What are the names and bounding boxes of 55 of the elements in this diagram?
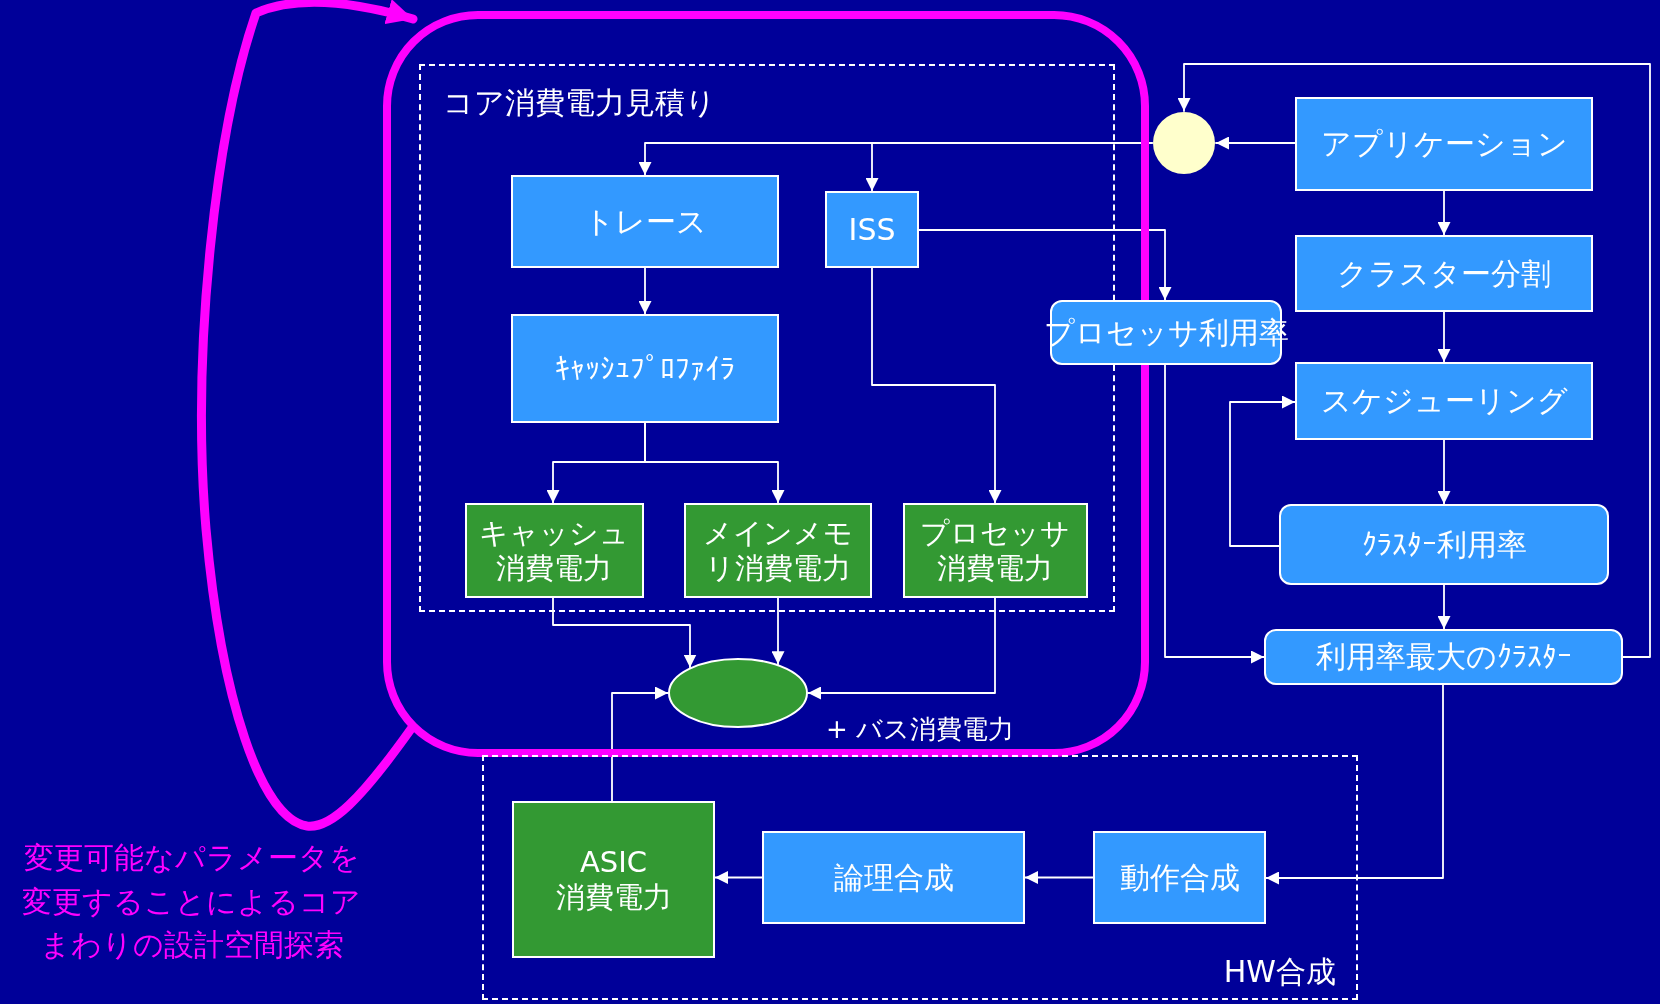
process-box	[1295, 97, 1593, 191]
dashed-group-box	[482, 755, 1358, 1000]
group-label: コア消費電力見積り	[443, 84, 716, 122]
arrow	[1024, 871, 1094, 884]
power-box	[512, 801, 715, 958]
process-box	[1295, 362, 1593, 440]
node-label: トレース	[583, 203, 707, 240]
arrow	[871, 267, 1002, 504]
node-label: 消費電力	[555, 879, 672, 915]
arrow	[1437, 439, 1451, 505]
arrow	[1229, 395, 1296, 547]
node-label: ISS	[848, 211, 896, 248]
power-box	[903, 503, 1088, 598]
node-label: 動作合成	[1119, 859, 1240, 896]
process-box	[1093, 831, 1266, 924]
arrow	[1437, 190, 1451, 236]
process-box	[511, 175, 779, 268]
node-label: 利用率最大のｸﾗｽﾀｰ	[1315, 639, 1572, 675]
node-label: クラスター分割	[1337, 255, 1551, 292]
node-label: キャッシュ消費電力	[479, 515, 630, 586]
node-label: プロセッサ消費電力	[920, 515, 1071, 586]
result-box	[1264, 629, 1623, 685]
node-label: ｸﾗｽﾀｰ利用率	[1361, 526, 1527, 563]
group-label: HW合成	[1223, 953, 1336, 991]
arrow	[1215, 136, 1296, 150]
arrow	[1437, 584, 1451, 630]
arrow	[1177, 63, 1651, 658]
arrow	[644, 422, 785, 504]
arrow	[611, 686, 669, 802]
arrow	[807, 597, 996, 700]
note-text: 変更可能なパラメータを変更することによるコアまわりの設計空間探索	[22, 839, 361, 964]
node-label: アプリケーション	[1320, 126, 1568, 162]
node-label: 論理合成	[833, 859, 954, 896]
node-label: スケジューリング	[1320, 383, 1568, 419]
node-label: ASIC	[579, 844, 648, 880]
feedback-loop-arrow	[197, 0, 418, 831]
arrow	[552, 597, 697, 669]
arrow	[865, 142, 1153, 192]
process-box	[762, 831, 1025, 924]
arrow	[1164, 364, 1265, 664]
arrow	[1437, 311, 1451, 363]
arrow	[771, 597, 785, 666]
arrow	[1265, 684, 1444, 885]
side-label: + バス消費電力	[826, 713, 1015, 746]
result-box	[1279, 504, 1609, 585]
node-label: メインメモリ消費電力	[702, 515, 854, 586]
arrow	[714, 871, 763, 884]
power-box	[465, 503, 644, 598]
arrow	[638, 267, 652, 315]
process-box	[825, 191, 919, 268]
arrow	[918, 229, 1172, 301]
process-box	[511, 314, 779, 423]
power-box	[684, 503, 872, 598]
node-label: ｷｬｯｼｭﾌﾟﾛﾌｧｲﾗ	[555, 350, 735, 387]
process-box	[1295, 235, 1593, 312]
